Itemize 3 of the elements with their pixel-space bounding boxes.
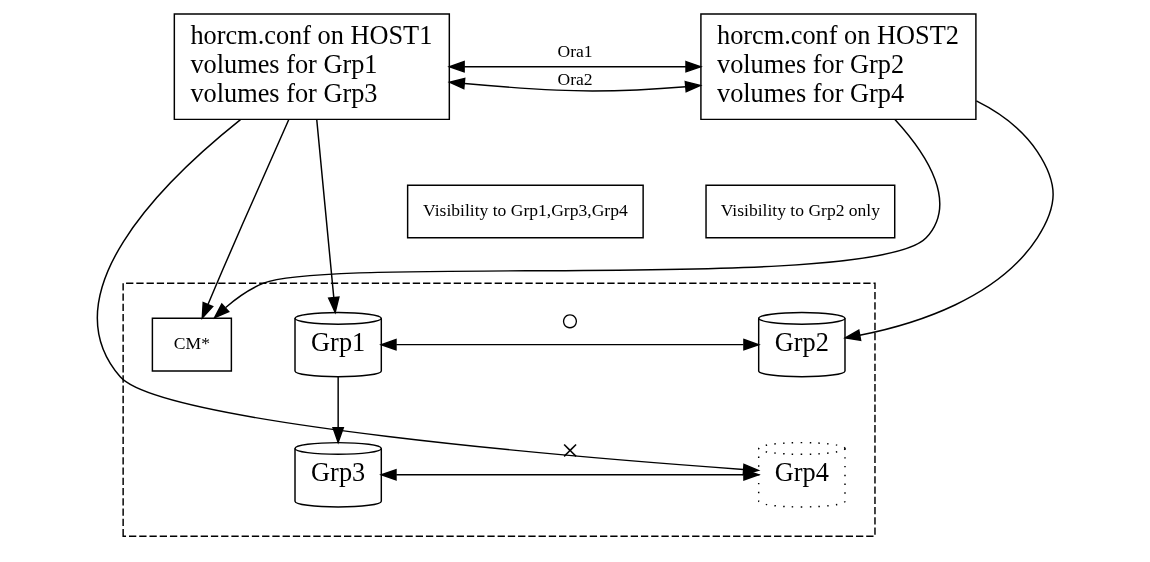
edge-label: ○ [560,301,580,338]
edge-label: Ora2 [557,69,593,90]
edge-label: Ora1 [557,41,593,62]
